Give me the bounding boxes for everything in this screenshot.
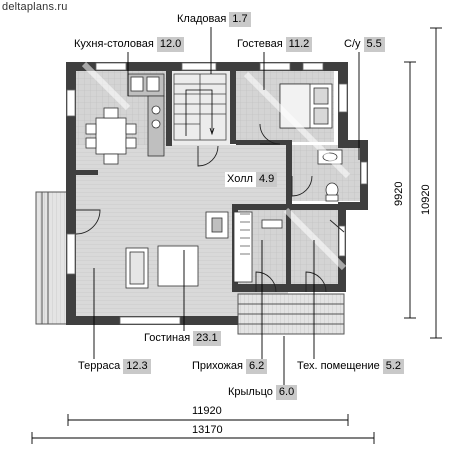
dimension-inner-width: 11920 — [192, 405, 222, 417]
dimension-outer-height: 10920 — [420, 184, 432, 215]
terrace-structure — [35, 191, 345, 335]
room-name: Тех. помещение — [295, 359, 383, 374]
room-area: 23.1 — [193, 331, 221, 346]
room-name: Кладовая — [175, 12, 230, 27]
site-watermark: deltaplans.ru — [2, 1, 68, 13]
terrace-floor — [36, 192, 68, 324]
dimension-lines — [31, 27, 442, 444]
label-krylco: Крыльцо 6.0 — [226, 385, 298, 400]
room-name: Терраса — [76, 359, 124, 374]
room-area: 4.9 — [255, 172, 278, 187]
living-furniture — [125, 211, 283, 289]
room-area: 6.2 — [245, 359, 268, 374]
staircase — [173, 73, 227, 141]
room-area: 6.0 — [275, 385, 298, 400]
room-area: 12.0 — [156, 37, 185, 52]
room-area: 11.2 — [285, 37, 313, 52]
label-gostevaya: Гостевая 11.2 — [235, 37, 313, 52]
room-area: 12.3 — [123, 359, 151, 374]
label-terrasa: Терраса 12.3 — [76, 359, 151, 374]
label-prihozhaya: Прихожая 6.2 — [190, 359, 268, 374]
windows — [66, 62, 368, 325]
leader-lines — [93, 26, 360, 392]
room-name: С/у — [342, 37, 364, 52]
dimension-outer-width: 13170 — [192, 424, 223, 436]
room-area: 1.7 — [229, 12, 251, 27]
room-name: Крыльцо — [226, 385, 276, 400]
label-teh: Тех. помещение 5.2 — [295, 359, 405, 374]
guest-bed — [279, 83, 333, 129]
label-su: С/у 5.5 — [342, 37, 385, 52]
doors — [75, 123, 345, 293]
dimension-inner-height: 9920 — [393, 181, 405, 206]
room-name: Прихожая — [190, 359, 246, 374]
label-kladovaya: Кладовая 1.7 — [175, 12, 251, 27]
label-kuhnya: Кухня-столовая 12.0 — [72, 37, 185, 52]
room-name: Холл — [225, 172, 256, 187]
kitchen-furniture — [85, 73, 165, 165]
label-gostinaya: Гостиная 23.1 — [142, 331, 221, 346]
room-area: 5.5 — [363, 37, 385, 52]
room-name: Кухня-столовая — [72, 37, 157, 52]
entrance-details — [240, 213, 250, 255]
room-name: Гостиная — [142, 331, 194, 346]
label-holl: Холл 4.9 — [225, 172, 278, 187]
watermark-bands — [81, 61, 351, 271]
room-area: 5.2 — [382, 359, 405, 374]
room-name: Гостевая — [235, 37, 286, 52]
